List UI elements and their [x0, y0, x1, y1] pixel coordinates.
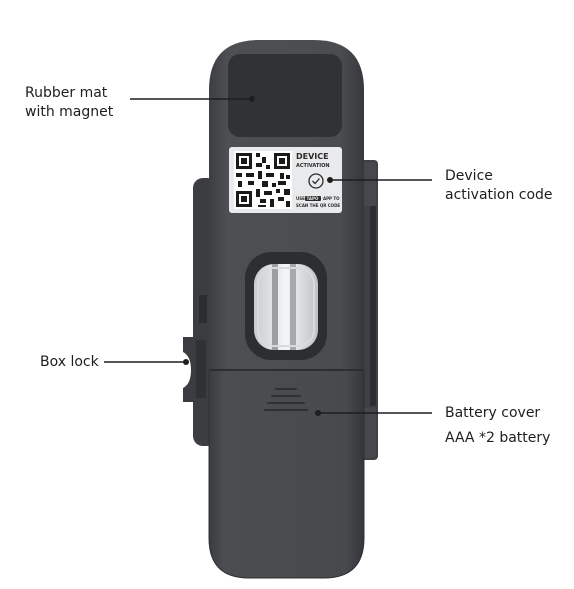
callout-rubber-mat-line1: Rubber mat — [25, 85, 108, 101]
callout-activation-code-line1: Device — [445, 168, 493, 184]
sticker-footer-line2: SCAN THE QR CODE — [296, 203, 340, 208]
callout-battery-cover: Battery cover AAA *2 battery — [445, 404, 550, 448]
callout-battery-cover-line2: AAA *2 battery — [445, 430, 551, 446]
box-lock — [183, 337, 208, 402]
battery-cover — [208, 369, 365, 579]
sticker-footer-app: TAPO — [307, 196, 319, 201]
callout-rubber-mat-line2: with magnet — [25, 104, 114, 120]
leader-dots — [183, 96, 333, 416]
sticker-footer-post: APP TO — [323, 196, 340, 201]
check-circle-icon — [308, 173, 324, 189]
callout-battery-cover-line1: Battery cover — [445, 405, 541, 421]
callout-box-lock: Box lock — [40, 353, 99, 372]
cover-grip-lines — [264, 388, 308, 411]
sticker-title-line1: DEVICE — [296, 152, 329, 161]
qr-code-icon — [234, 151, 292, 209]
leader-lines — [104, 98, 432, 414]
sticker-footer-pre: USE — [296, 196, 305, 201]
callout-rubber-mat: Rubber mat with magnet — [25, 84, 113, 122]
callout-activation-code: Device activation code — [445, 167, 553, 205]
viewing-window — [245, 252, 327, 360]
callout-box-lock-line1: Box lock — [40, 354, 99, 370]
rubber-mat — [228, 54, 342, 137]
callout-activation-code-line2: activation code — [445, 187, 553, 203]
activation-sticker: DEVICE ACTIVATION USE TAPO APP TO SCAN T… — [229, 147, 342, 213]
sticker-title-line2: ACTIVATION — [296, 163, 330, 169]
